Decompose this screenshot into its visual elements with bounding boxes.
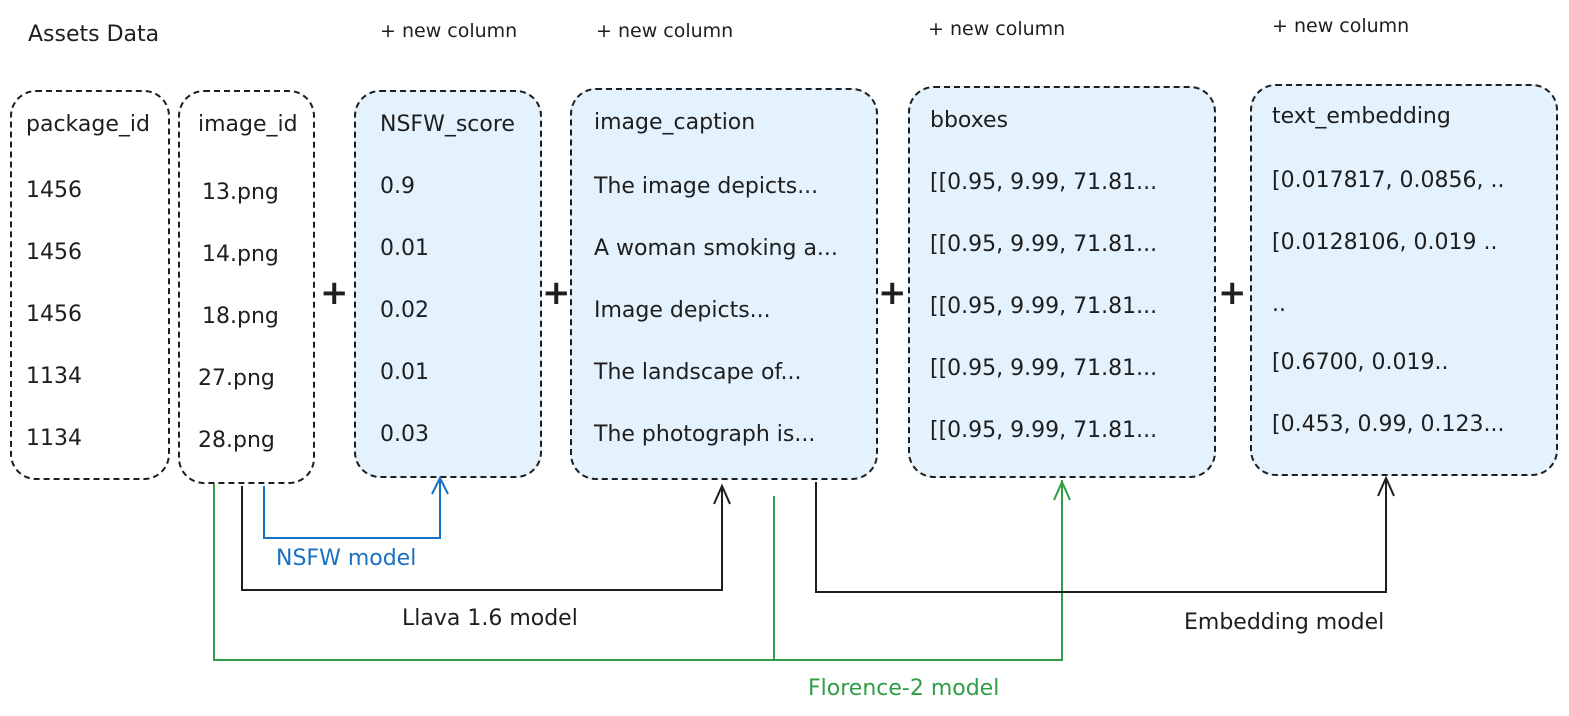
llava-model-label: Llava 1.6 model bbox=[402, 606, 578, 631]
column-header: text_embedding bbox=[1272, 104, 1451, 129]
column-cell: 0.01 bbox=[380, 360, 429, 385]
column-header: NSFW_score bbox=[380, 112, 515, 137]
column-cell: 0.03 bbox=[380, 422, 429, 447]
plus-sign: + bbox=[320, 273, 349, 313]
column-image-caption: image_caption The image depicts... A wom… bbox=[570, 88, 878, 480]
column-cell: 1456 bbox=[26, 240, 82, 265]
florence-model-label: Florence-2 model bbox=[808, 676, 1000, 701]
nsfw-model-arrowhead bbox=[431, 475, 449, 495]
embedding-model-arrowhead bbox=[1377, 475, 1395, 497]
column-nsfw-score: NSFW_score 0.9 0.01 0.02 0.01 0.03 bbox=[354, 90, 542, 478]
embedding-model-label: Embedding model bbox=[1184, 610, 1385, 635]
column-header: image_id bbox=[198, 112, 298, 137]
column-cell: The image depicts... bbox=[594, 174, 819, 199]
plus-sign: + bbox=[878, 273, 907, 313]
column-header: image_caption bbox=[594, 110, 756, 135]
column-cell: [[0.95, 9.99, 71.81... bbox=[930, 418, 1158, 443]
column-cell: The photograph is... bbox=[594, 422, 816, 447]
diagram-title: Assets Data bbox=[28, 22, 160, 47]
new-column-label-embedding: + new column bbox=[1272, 15, 1410, 37]
nsfw-model-label: NSFW model bbox=[276, 546, 417, 571]
column-cell: [[0.95, 9.99, 71.81... bbox=[930, 170, 1158, 195]
column-cell: [[0.95, 9.99, 71.81... bbox=[930, 232, 1158, 257]
column-cell: The landscape of... bbox=[594, 360, 802, 385]
column-cell: 1134 bbox=[26, 364, 82, 389]
column-cell: [0.0128106, 0.019 .. bbox=[1272, 230, 1498, 255]
column-cell: [0.017817, 0.0856, .. bbox=[1272, 168, 1505, 193]
column-header: bboxes bbox=[930, 108, 1009, 133]
column-cell: A woman smoking a... bbox=[594, 236, 838, 261]
florence-model-connector bbox=[213, 480, 1063, 661]
column-cell: [0.453, 0.99, 0.123... bbox=[1272, 412, 1505, 437]
column-image-id: image_id 13.png 14.png 18.png 27.png 28.… bbox=[178, 90, 315, 484]
new-column-label-bboxes: + new column bbox=[928, 18, 1066, 40]
llava-model-connector bbox=[241, 486, 723, 591]
florence-model-arrowhead bbox=[1053, 479, 1071, 501]
new-column-label-nsfw: + new column bbox=[380, 20, 518, 42]
column-cell: 18.png bbox=[202, 304, 279, 329]
column-cell: Image depicts... bbox=[594, 298, 771, 323]
column-cell: 0.01 bbox=[380, 236, 429, 261]
column-cell: .. bbox=[1272, 292, 1286, 317]
column-cell: 0.9 bbox=[380, 174, 415, 199]
nsfw-model-connector bbox=[263, 478, 441, 539]
column-cell: 0.02 bbox=[380, 298, 429, 323]
llava-model-arrowhead bbox=[713, 483, 731, 505]
column-cell: 14.png bbox=[202, 242, 279, 267]
column-cell: [[0.95, 9.99, 71.81... bbox=[930, 356, 1158, 381]
column-cell: 1134 bbox=[26, 426, 82, 451]
column-package-id: package_id 1456 1456 1456 1134 1134 bbox=[10, 90, 170, 480]
column-cell: 13.png bbox=[202, 180, 279, 205]
column-cell: 1456 bbox=[26, 302, 82, 327]
column-cell: 28.png bbox=[198, 428, 275, 453]
plus-sign: + bbox=[542, 273, 571, 313]
column-cell: 1456 bbox=[26, 178, 82, 203]
plus-sign: + bbox=[1218, 273, 1247, 313]
column-cell: [[0.95, 9.99, 71.81... bbox=[930, 294, 1158, 319]
column-cell: [0.6700, 0.019.. bbox=[1272, 350, 1449, 375]
column-bboxes: bboxes [[0.95, 9.99, 71.81... [[0.95, 9.… bbox=[908, 86, 1216, 478]
column-header: package_id bbox=[26, 112, 150, 137]
new-column-label-caption: + new column bbox=[596, 20, 734, 42]
column-cell: 27.png bbox=[198, 366, 275, 391]
embedding-model-connector bbox=[815, 478, 1387, 593]
column-text-embedding: text_embedding [0.017817, 0.0856, .. [0.… bbox=[1250, 84, 1558, 476]
